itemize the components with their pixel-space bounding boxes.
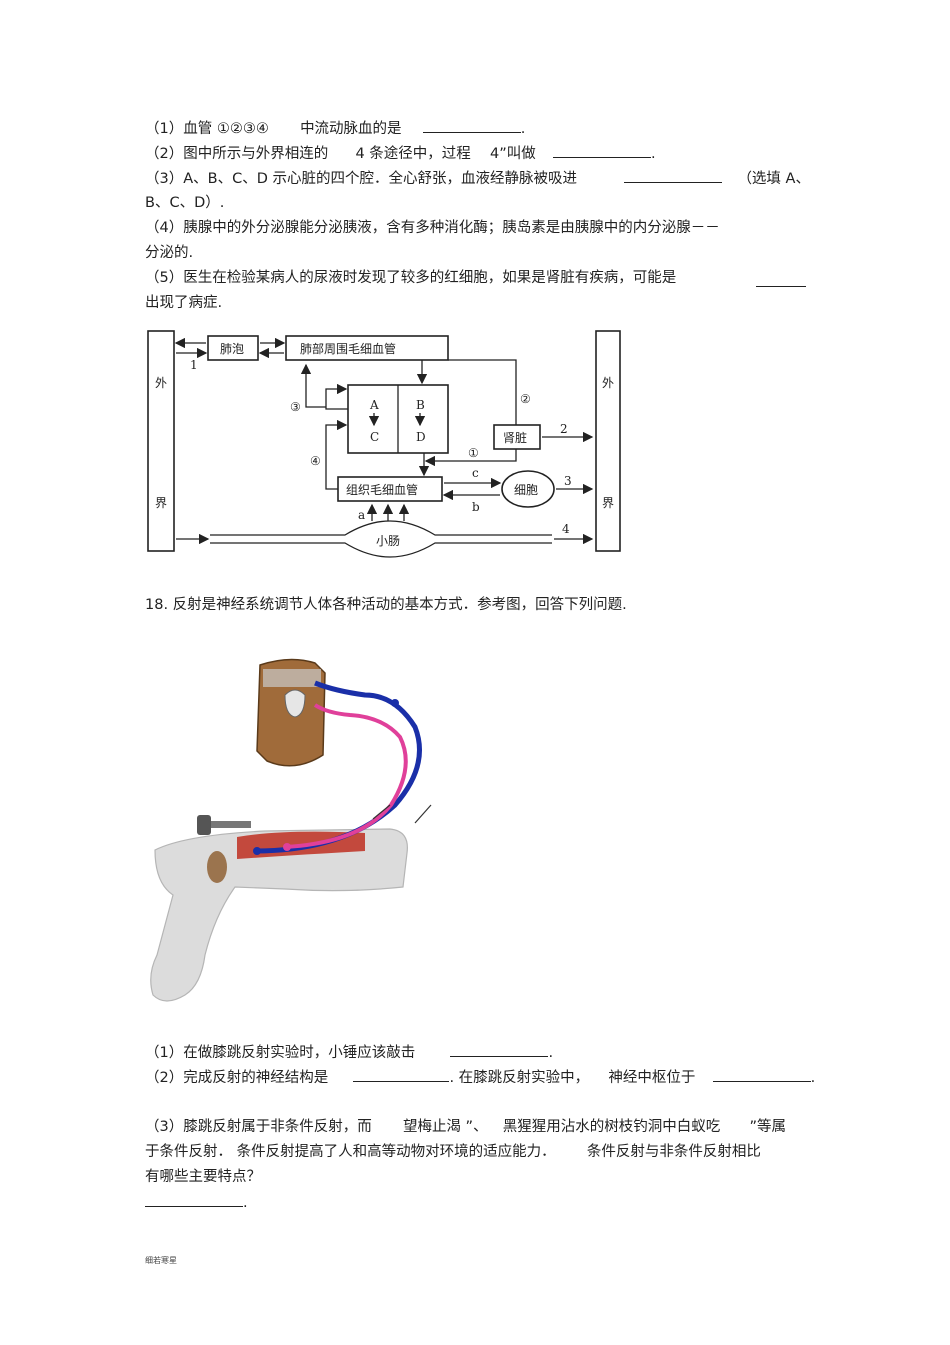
q17-line-4b: 分泌的. xyxy=(145,245,194,261)
alveoli-label: 肺泡 xyxy=(220,342,244,356)
outside-left-bottom: 界 xyxy=(155,496,167,510)
cell-label: 细胞 xyxy=(514,483,538,497)
heart-c: C xyxy=(370,430,379,444)
kidney-label: 肾脏 xyxy=(503,430,527,445)
outside-right-box xyxy=(595,330,621,552)
lung-capillaries-label: 肺部周围毛细血管 xyxy=(300,341,396,356)
label-b: b xyxy=(472,500,480,514)
q17-line-3b: B、C、D）. xyxy=(145,195,225,211)
kidney-box xyxy=(493,424,541,450)
outside-right-top: 外 xyxy=(602,376,614,390)
q18-line-2: （2）完成反射的神经结构是 . 在膝跳反射实验中， 神经中枢位于 . xyxy=(145,1067,815,1088)
q18-line-1: （1）在做膝跳反射实验时，小锤应该敲击 . xyxy=(145,1042,553,1063)
q17-line-2: （2）图中所示与外界相连的 4 条途径中，过程 4”叫做 . xyxy=(145,143,656,164)
q17-line-5b: 出现了病症. xyxy=(145,295,223,311)
answer-blank[interactable] xyxy=(353,1067,450,1082)
label-2: 2 xyxy=(560,422,568,436)
q17-line-5: （5）医生在检验某病人的尿液时发现了较多的红细胞，如果是肾脏有疾病，可能是 xyxy=(145,268,676,288)
answer-blank[interactable] xyxy=(756,272,806,287)
answer-blank[interactable] xyxy=(712,1067,811,1082)
q18-line-4: 于条件反射． 条件反射提高了人和高等动物对环境的适应能力． 条件反射与非条件反射… xyxy=(145,1144,761,1160)
answer-blank[interactable] xyxy=(450,1042,549,1057)
answer-blank[interactable] xyxy=(552,143,651,158)
heart-b: B xyxy=(416,398,425,412)
answer-blank[interactable] xyxy=(624,168,723,183)
q17-line-4: （4）胰腺中的外分泌腺能分泌胰液，含有多种消化酶；胰岛素是由胰腺中的内分泌腺－－ xyxy=(145,218,720,238)
label-1: 1 xyxy=(190,358,198,372)
q18-title: 18. 反射是神经系统调节人体各种活动的基本方式．参考图，回答下列问题. xyxy=(145,597,627,613)
label-3: 3 xyxy=(564,474,572,488)
q18-line-6: . xyxy=(145,1192,248,1213)
small-intestine-label: 小肠 xyxy=(376,534,400,548)
outside-left-top: 外 xyxy=(155,376,167,390)
q17-3-text: （3）A、B、C、D 示心脏的四个腔．全心舒张，血液经静脉被吸进 xyxy=(145,171,577,187)
page-footer: 细若寒星 xyxy=(145,1256,177,1265)
motor-nerve xyxy=(284,703,408,849)
q17-4-text: （4）胰腺中的外分泌腺能分泌胰液，含有多种消化酶；胰岛素是由胰腺中的内分泌腺－－ xyxy=(145,220,720,236)
q17-5-text: （5）医生在检验某病人的尿液时发现了较多的红细胞，如果是肾脏有疾病，可能是 xyxy=(145,270,677,286)
label-c1: ① xyxy=(468,446,479,460)
hammer-icon xyxy=(197,815,211,835)
lung-capillaries-box xyxy=(285,335,449,361)
outside-left-box xyxy=(147,330,175,552)
circulation-diagram: 外 界 外 界 肺泡 1 肺部周围毛细血管 A B C D ③ ② 肾脏 2 ①… xyxy=(147,330,621,558)
alveoli-box xyxy=(207,335,259,361)
q18-line-3: （3）膝跳反射属于非条件反射，而 望梅止渴 ”、 黑猩猩用沾水的树枝钓洞中白蚁吃… xyxy=(145,1119,787,1135)
answer-blank[interactable] xyxy=(145,1192,243,1207)
label-a: a xyxy=(358,508,365,522)
tissue-capillaries-box xyxy=(337,476,443,502)
q17-1-text: （1）血管 ①②③④ xyxy=(145,121,269,137)
cell-circle xyxy=(501,470,555,508)
label-c3: ③ xyxy=(290,400,301,414)
q17-line-3: （3）A、B、C、D 示心脏的四个腔．全心舒张，血液经静脉被吸进 （选填 A、 xyxy=(145,168,810,189)
tissue-capillaries-label: 组织毛细血管 xyxy=(346,482,418,497)
label-c4: ④ xyxy=(310,454,321,468)
outside-right-bottom: 界 xyxy=(602,496,614,510)
label-c: c xyxy=(472,466,479,480)
knee-reflex-illustration xyxy=(150,658,432,1002)
q17-2-text: （2）图中所示与外界相连的 xyxy=(145,146,329,162)
heart-d: D xyxy=(416,430,426,444)
q17-line-1: （1）血管 ①②③④ 中流动脉血的是 . xyxy=(145,118,525,139)
heart-a: A xyxy=(369,398,379,412)
label-4: 4 xyxy=(562,522,570,536)
q17-1-text-b: 中流动脉血的是 xyxy=(300,121,402,137)
label-c2: ② xyxy=(520,392,531,406)
q18-line-5: 有哪些主要特点？ xyxy=(145,1169,261,1185)
answer-blank[interactable] xyxy=(422,118,521,133)
